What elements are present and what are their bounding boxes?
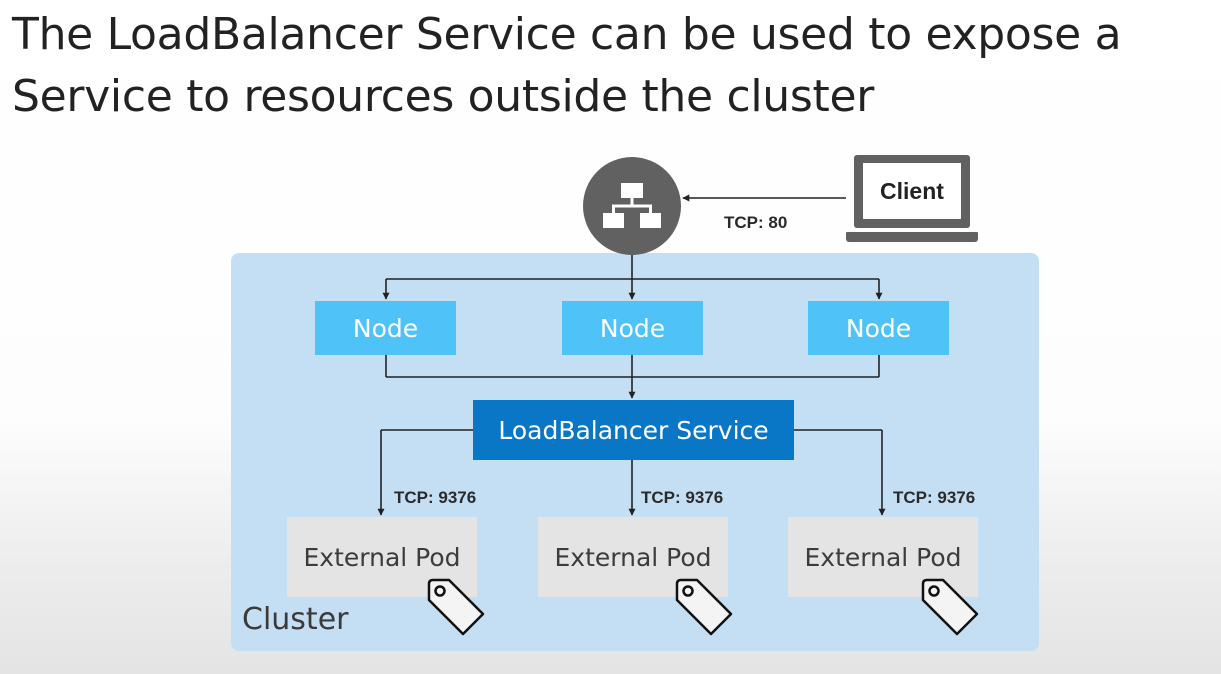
pod-2-port-label: TCP: 9376 bbox=[641, 488, 724, 507]
tag-icon bbox=[427, 578, 485, 636]
client-port-label: TCP: 80 bbox=[724, 213, 788, 232]
slide-title: The LoadBalancer Service can be used to … bbox=[12, 9, 1122, 122]
pod-3-port-label: TCP: 9376 bbox=[893, 488, 976, 507]
node-1: Node bbox=[315, 301, 456, 355]
loadbalancer-service: LoadBalancer Service bbox=[473, 400, 794, 460]
laptop-icon: Client bbox=[846, 155, 978, 245]
node-3: Node bbox=[808, 301, 949, 355]
laptop-base bbox=[846, 232, 978, 242]
laptop-screen: Client bbox=[854, 155, 970, 228]
cluster-label: Cluster bbox=[242, 602, 349, 637]
client-label: Client bbox=[863, 163, 961, 219]
tag-icon bbox=[921, 578, 979, 636]
node-2: Node bbox=[562, 301, 703, 355]
pod-1-port-label: TCP: 9376 bbox=[394, 488, 477, 507]
load-balancer-icon bbox=[583, 157, 681, 255]
tag-icon bbox=[675, 578, 733, 636]
